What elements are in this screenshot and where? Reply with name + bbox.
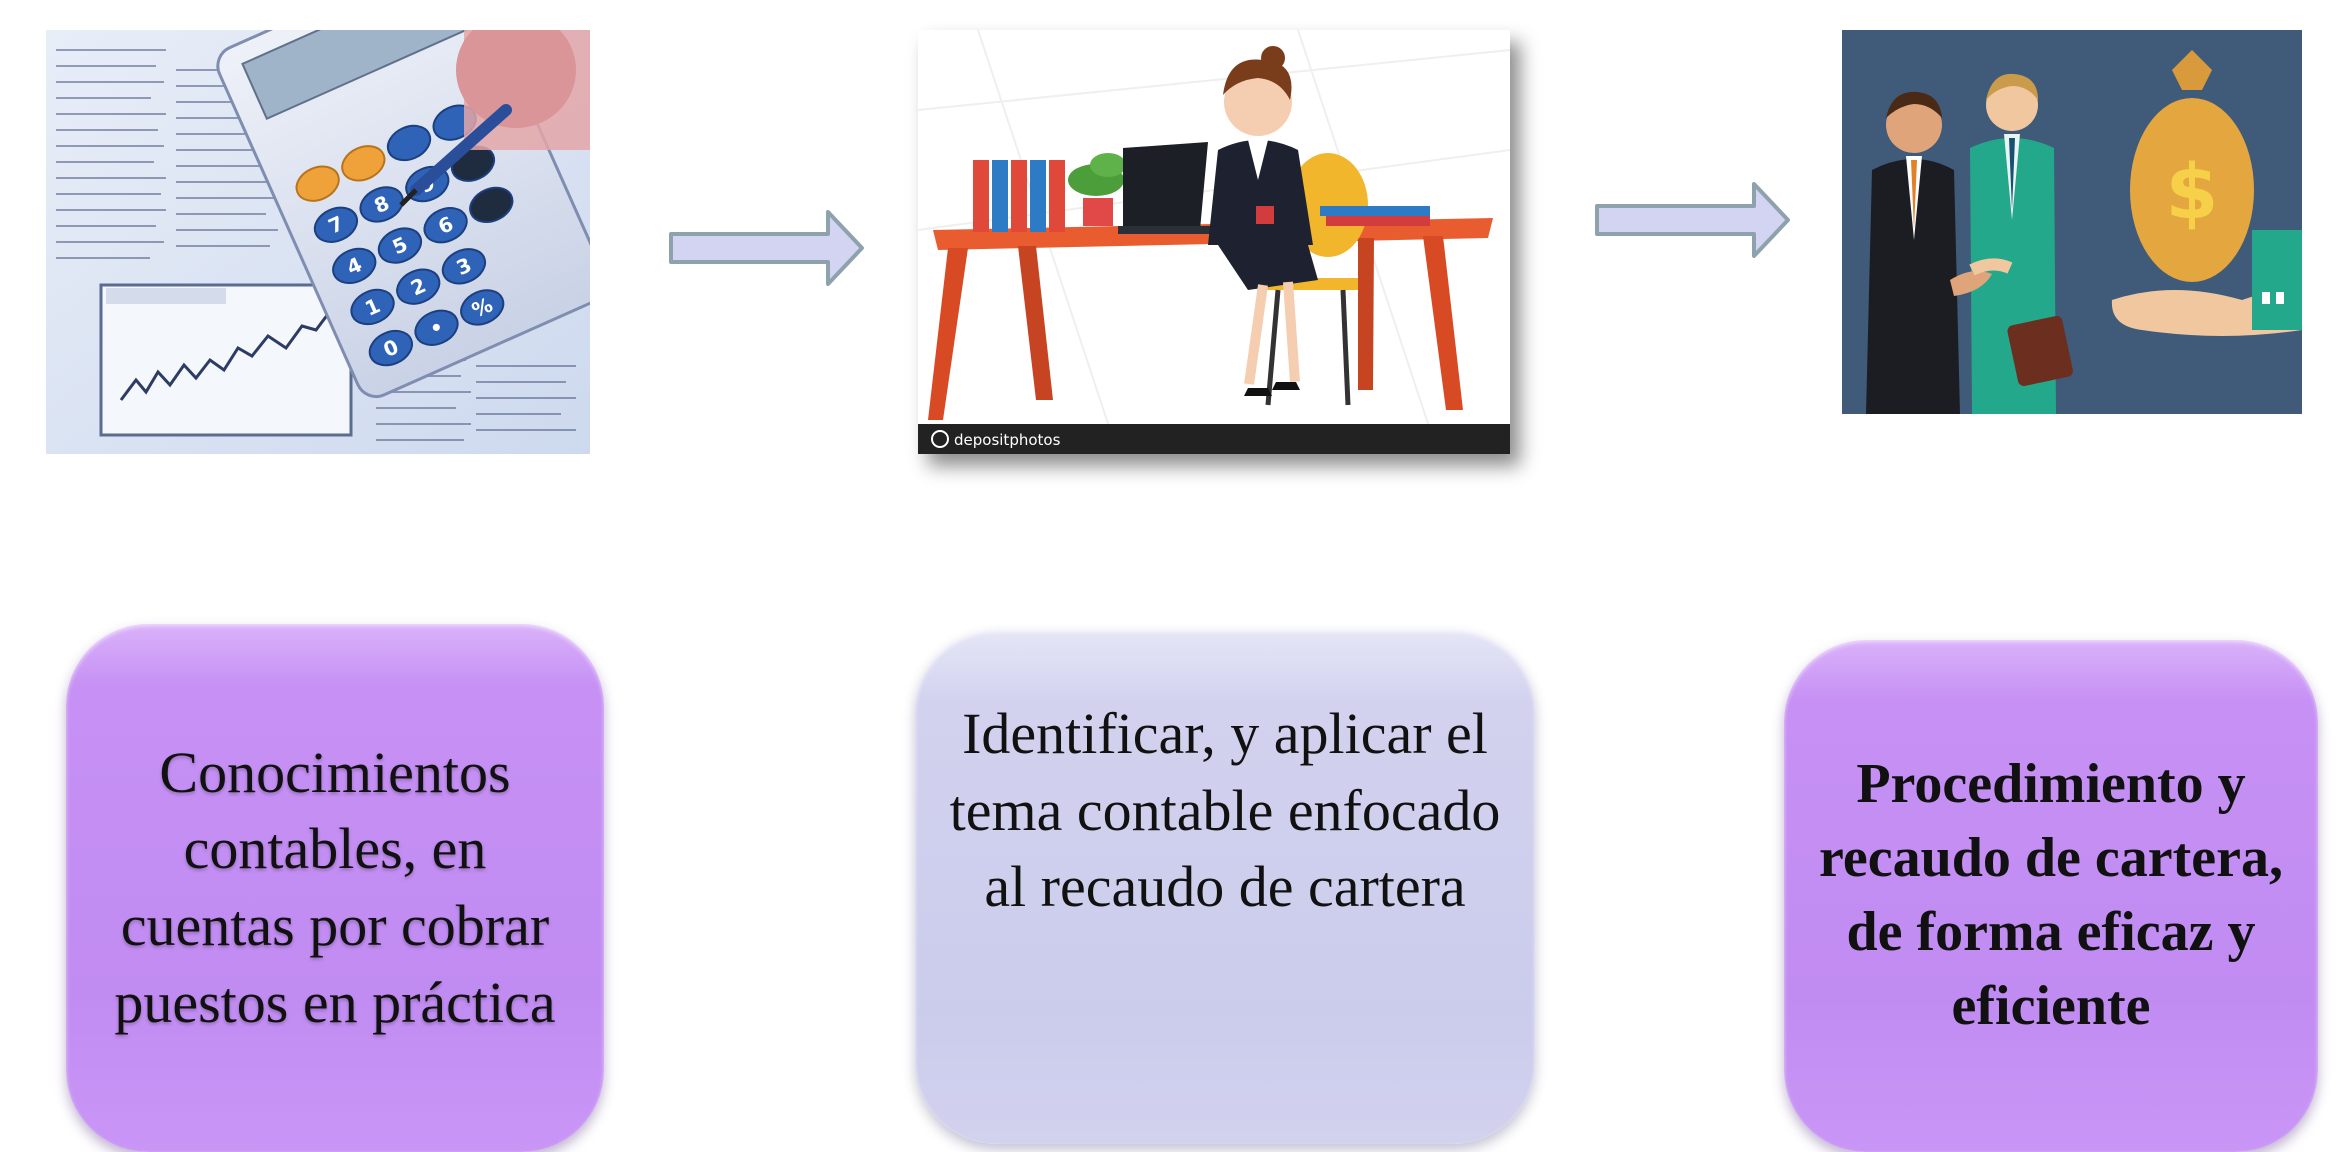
watermark-text: depositphotos (954, 431, 1061, 449)
woman-at-desk-image: depositphotos (918, 30, 1510, 454)
step2-box: Identificar, y aplicar el tema contable … (915, 630, 1535, 1144)
right-arrow-icon (1594, 180, 1792, 260)
step3-text: Procedimiento y recaudo de cartera, de f… (1819, 753, 2283, 1037)
step1-text: Conocimientos contables, en cuentas por … (114, 739, 556, 1035)
step1-box: Conocimientos contables, en cuentas por … (66, 624, 604, 1152)
step3-box: Procedimiento y recaudo de cartera, de f… (1784, 640, 2318, 1152)
handshake-money-image: $ (1842, 30, 2302, 414)
right-arrow-icon (668, 208, 866, 288)
svg-text:$: $ (2166, 147, 2219, 236)
calculator-image: 789 456 123 0•% (46, 30, 590, 454)
step2-text: Identificar, y aplicar el tema contable … (949, 701, 1501, 920)
